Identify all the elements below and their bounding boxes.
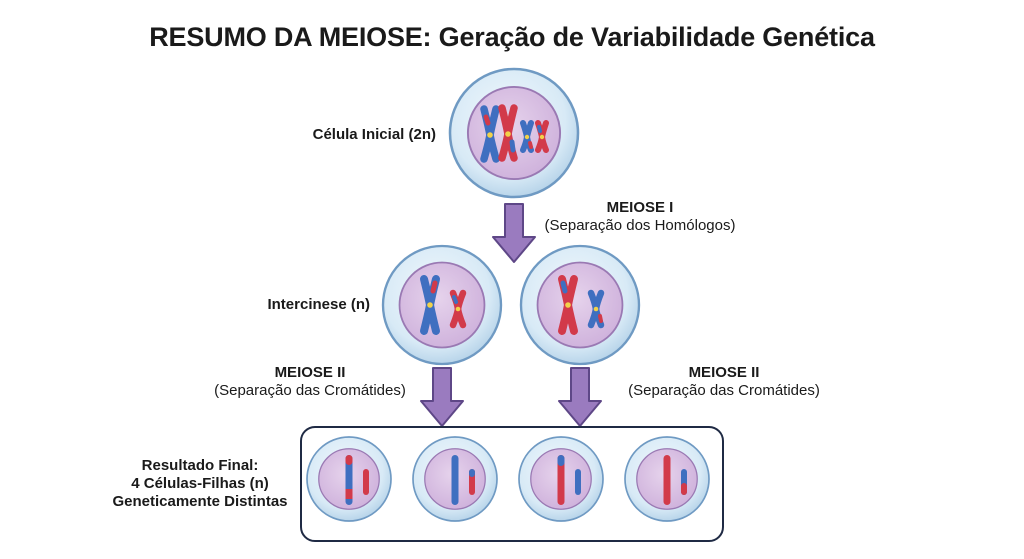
chromosome-red-small [535,120,549,153]
label-initial-cell: Célula Inicial (2n) [312,126,436,143]
label-meiosis-1-desc: (Separação dos Homólogos) [544,217,736,234]
label-meiosis-1-title: MEIOSE I [606,199,674,216]
label-meiosis-2-left-title: MEIOSE II [274,364,346,381]
label-meiosis-2-left-desc: (Separação das Cromátides) [214,382,406,399]
label-interkinesis: Intercinese (n) [267,296,370,313]
daughter-cell-1 [306,436,392,522]
chromosome-blue-small [520,120,534,153]
chromosome-blue-large [480,105,500,163]
result-box [300,426,724,542]
interkinesis-cell-right [519,244,641,366]
label-meiosis-2-right-desc: (Separação das Cromátides) [628,382,820,399]
label-result-line-3: Geneticamente Distintas [112,493,288,510]
page-title: RESUMO DA MEIOSE: Geração de Variabilida… [149,22,875,52]
daughter-cell-2 [412,436,498,522]
daughter-cell-3 [518,436,604,522]
chromosome-red-large [498,104,518,162]
label-meiosis-2-right-title: MEIOSE II [688,364,760,381]
interkinesis-cell-left [381,244,503,366]
arrow-meiosis-2-right [558,367,602,427]
initial-cell [448,67,580,199]
label-result-line-1: Resultado Final: [141,457,259,474]
daughter-cell-4 [624,436,710,522]
label-result-line-2: 4 Células-Filhas (n) [131,475,269,492]
